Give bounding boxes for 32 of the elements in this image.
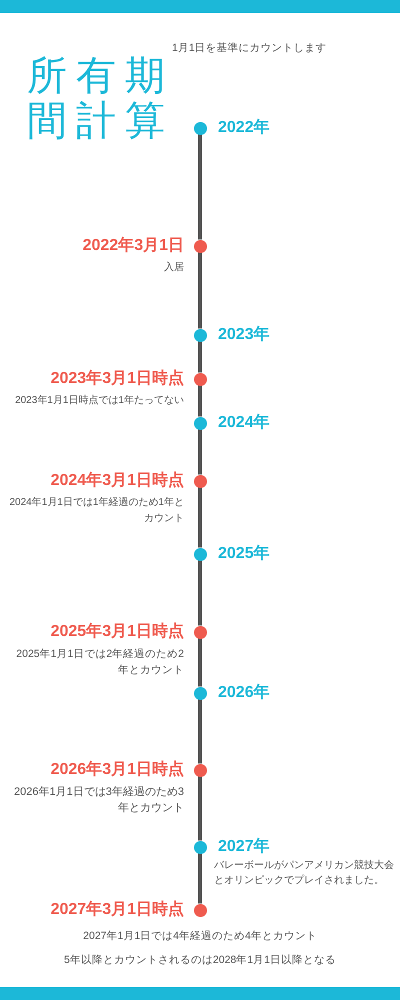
timeline-line	[198, 342, 202, 372]
timeline-line	[198, 386, 202, 416]
note-text: バレーボールがパンアメリカン競技大会とオリンピックでプレイされました。	[214, 858, 395, 888]
year-heading: 2024年	[218, 412, 270, 433]
year-heading: 2025年	[218, 544, 270, 564]
timeline-line	[198, 252, 202, 328]
timeline-line	[198, 560, 202, 626]
year-heading: 2023年	[218, 324, 270, 345]
date-heading: 2027年3月1日時点	[50, 900, 184, 920]
date-heading: 2024年3月1日時点	[50, 470, 184, 491]
date-heading: 2025年3月1日時点	[50, 622, 184, 642]
timeline-line	[198, 430, 202, 474]
note-text: 入居	[163, 260, 184, 275]
timeline-line	[198, 488, 202, 548]
year-heading: 2026年	[218, 682, 270, 703]
note-text: 5年以降とカウントされるのは2028年1月1日以降となる	[64, 953, 336, 968]
timeline-line	[198, 638, 202, 686]
year-heading: 2022年	[218, 118, 270, 138]
date-heading: 2026年3月1日時点	[50, 760, 184, 780]
date-heading: 2023年3月1日時点	[50, 368, 184, 389]
note-text: 2025年1月1日では2年経過のため2年とカウント	[15, 647, 184, 678]
page-title: 所有期間計算	[27, 54, 175, 144]
timeline-line	[198, 776, 202, 840]
subtitle-note: 1月1日を基準にカウントします	[172, 41, 327, 56]
timeline-line	[198, 854, 202, 904]
note-text: 2024年1月1日では1年経過のため1年とカウント	[8, 496, 184, 526]
note-text: 2023年1月1日時点では1年たってない	[14, 394, 184, 408]
note-text: 2027年1月1日では4年経過のため4年とカウント	[83, 929, 317, 944]
note-text: 2026年1月1日では3年経過のため3年とカウント	[13, 785, 184, 816]
date-heading: 2022年3月1日	[82, 236, 184, 256]
year-heading: 2027年	[218, 836, 270, 857]
timeline-line	[198, 134, 202, 240]
